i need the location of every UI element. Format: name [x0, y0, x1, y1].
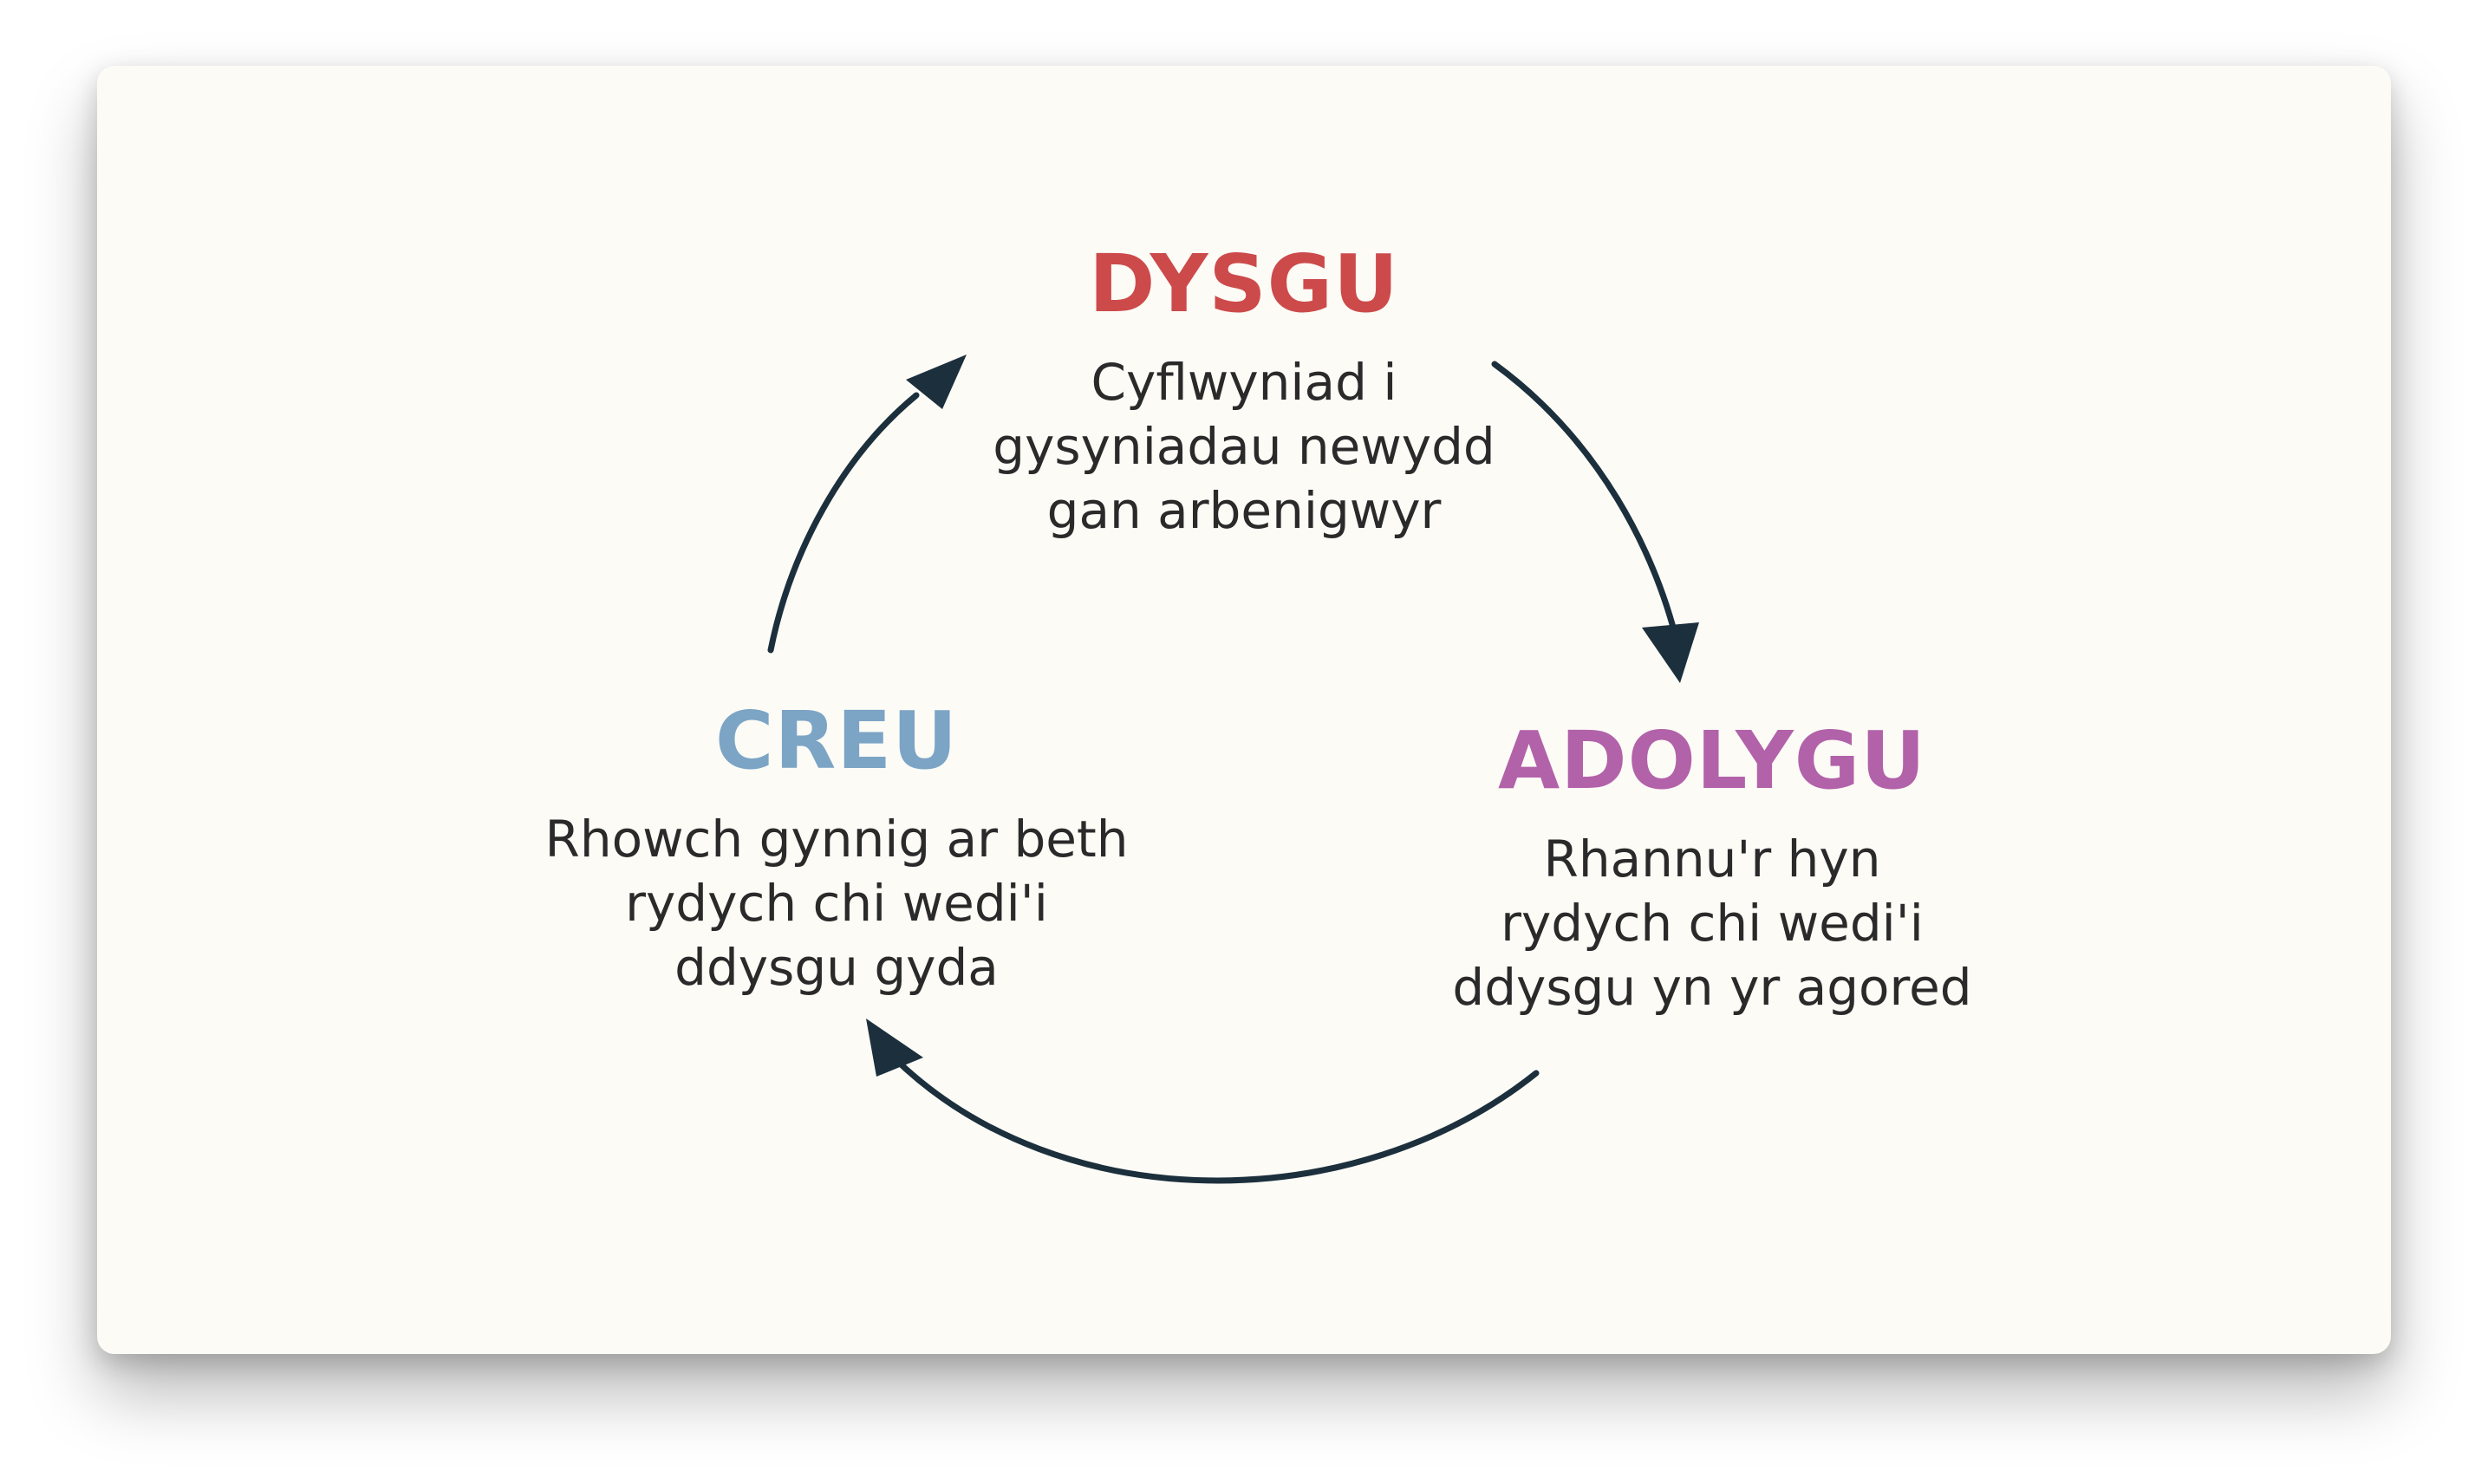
node-creu-line: ddysgu gyda	[674, 938, 999, 997]
cycle-arrows	[767, 355, 1699, 1184]
arrow-dysgu-to-adolygu	[1491, 361, 1684, 659]
arrowhead-adolygu-to-creu	[866, 1019, 923, 1077]
cycle-diagram-card: DYSGU Cyflwyniad i gysyniadau newydd gan…	[97, 66, 2391, 1354]
node-dysgu: DYSGU Cyflwyniad i gysyniadau newydd gan…	[941, 244, 1547, 543]
node-creu-line: Rhowch gynnig ar beth	[544, 810, 1129, 869]
arrow-creu-to-dysgu	[767, 392, 920, 654]
node-creu-title: CREU	[715, 694, 958, 787]
node-dysgu-description: Cyflwyniad i gysyniadau newydd gan arben…	[941, 350, 1547, 543]
node-dysgu-line: gan arbenigwyr	[1046, 481, 1442, 540]
node-adolygu-title: ADOLYGU	[1498, 714, 1926, 807]
node-adolygu-line: ddysgu yn yr agored	[1452, 958, 1972, 1017]
node-dysgu-line: Cyflwyniad i	[1091, 353, 1397, 412]
arrowhead-dysgu-to-adolygu	[1642, 622, 1699, 683]
node-adolygu-line: Rhannu'r hyn	[1543, 830, 1881, 888]
node-creu: CREU Rhowch gynnig ar beth rydych chi we…	[481, 701, 1192, 999]
node-creu-line: rydych chi wedi'i	[625, 874, 1048, 933]
node-adolygu-line: rydych chi wedi'i	[1501, 894, 1924, 953]
arrow-adolygu-to-creu	[891, 1055, 1540, 1184]
node-dysgu-line: gysyniadau newydd	[993, 417, 1495, 476]
arrowhead-creu-to-dysgu	[906, 355, 967, 409]
node-adolygu: ADOLYGU Rhannu'r hyn rydych chi wedi'i d…	[1357, 721, 2068, 1019]
node-adolygu-description: Rhannu'r hyn rydych chi wedi'i ddysgu yn…	[1357, 827, 2068, 1019]
node-dysgu-title: DYSGU	[1089, 238, 1399, 330]
node-creu-description: Rhowch gynnig ar beth rydych chi wedi'i …	[481, 807, 1192, 999]
